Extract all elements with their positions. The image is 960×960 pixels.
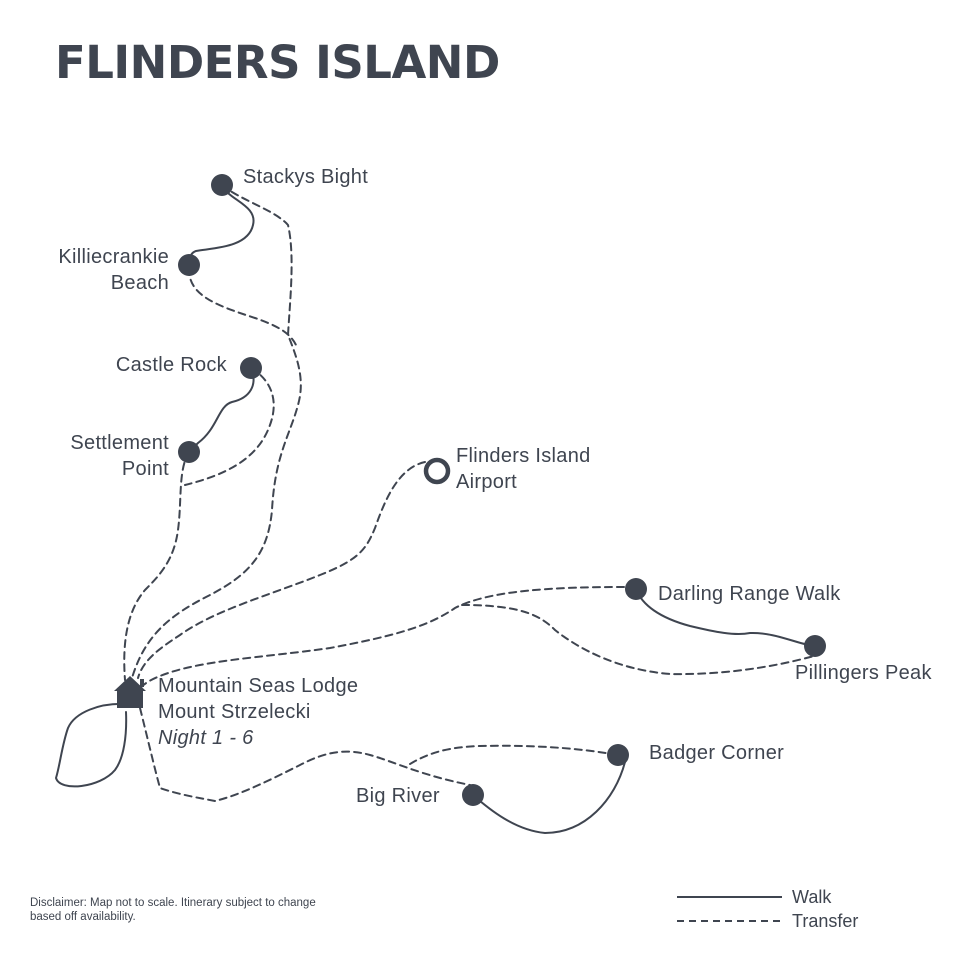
transfer-castle-settlement [184, 367, 275, 486]
transfer-settlement-lodge [123, 451, 190, 681]
transfer-darling-lodge [139, 586, 625, 689]
darling-range-walk-marker[interactable] [625, 578, 647, 600]
walk-castle-settlement [188, 367, 255, 453]
transfer-killiecrankie-link [187, 267, 297, 346]
settlement-point-label: Settlement Point [70, 432, 169, 480]
disclaimer-text: Disclaimer: Map not to scale. Itinerary … [30, 897, 316, 923]
big-river-label: Big River [356, 785, 440, 807]
transfer-stackys-lodge [131, 184, 302, 679]
transfer-badger-link [409, 744, 613, 765]
settlement-point-marker[interactable] [178, 441, 200, 463]
legend-transfer-label: Transfer [792, 911, 859, 931]
stackys-bight-label: Stackys Bight [243, 166, 369, 188]
stackys-bight-marker[interactable] [211, 174, 233, 196]
mountain-seas-lodge-label: Mountain Seas Lodge Mount Strzelecki Nig… [158, 675, 359, 749]
badger-corner-marker[interactable] [607, 744, 629, 766]
flinders-island-airport-label: Flinders Island Airport [456, 445, 591, 493]
pillingers-peak-marker[interactable] [804, 635, 826, 657]
walk-line-swatch [677, 896, 782, 898]
big-river-marker[interactable] [462, 784, 484, 806]
darling-range-walk-label: Darling Range Walk [658, 583, 841, 605]
transfer-airport-lodge [137, 461, 426, 679]
walk-lodge-loop [55, 702, 128, 788]
castle-rock-marker[interactable] [240, 357, 262, 379]
transfer-darling-pillingers [461, 604, 815, 676]
badger-corner-label: Badger Corner [649, 742, 785, 764]
legend-walk-label: Walk [792, 887, 832, 907]
walk-darling-pillingers [635, 588, 816, 647]
killiecrankie-beach-marker[interactable] [178, 254, 200, 276]
airport-ring-icon[interactable] [423, 457, 451, 485]
walk-stackys-killiecrankie [188, 184, 255, 266]
castle-rock-label: Castle Rock [115, 354, 227, 376]
walk-bigriver-badger [472, 754, 626, 834]
map-title: FLINDERS ISLAND [55, 36, 500, 89]
killiecrankie-beach-label: Killiecrankie Beach [58, 246, 169, 294]
pillingers-peak-label: Pillingers Peak [795, 662, 932, 684]
house-icon[interactable] [114, 676, 146, 708]
transfer-lodge-badger [139, 707, 471, 802]
transfer-line-swatch [677, 920, 782, 922]
